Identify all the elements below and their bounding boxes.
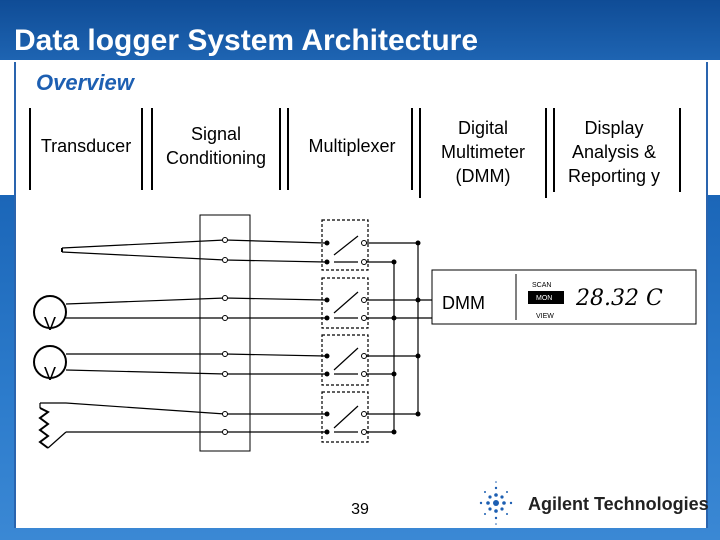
resistor-icon [38, 402, 226, 449]
dmm-instrument: DMM SCAN MON VIEW 28.32 C [431, 269, 697, 325]
title-divider [10, 60, 710, 61]
block-transducer: Transducer [29, 108, 143, 190]
terminal-dots [222, 237, 367, 435]
voltage-symbol-1: V [44, 314, 56, 334]
slide-subtitle: Overview [36, 70, 134, 95]
thermocouple-icon [61, 239, 226, 261]
mon-label: MON [536, 295, 552, 302]
brand-name: Agilent Technologies [528, 494, 709, 514]
dmm-display-label: DMM [442, 293, 485, 313]
voltage-source-icon [33, 345, 226, 379]
voltage-symbol-2: V [44, 364, 56, 384]
block-multiplexer: Multiplexer [287, 108, 413, 190]
display-label-line1: Display [584, 118, 643, 138]
block-display: Display Analysis & Reporting y [553, 108, 681, 192]
signal-conditioning-box [199, 214, 251, 452]
voltage-source-icon [33, 295, 226, 329]
display-label-line3: Reporting y [568, 166, 660, 186]
circuit [33, 214, 435, 452]
signal-label-line2: Conditioning [166, 148, 266, 168]
dmm-label-line2: Multimeter [441, 142, 525, 162]
block-dmm: Digital Multimeter (DMM) [419, 108, 547, 198]
block-signal-conditioning: Signal Conditioning [151, 108, 281, 190]
junction-dots [324, 240, 421, 435]
page-number: 39 [351, 501, 369, 518]
dmm-label-line1: Digital [458, 118, 508, 138]
view-label: VIEW [536, 313, 554, 320]
multiplexer-label: Multiplexer [308, 136, 395, 156]
display-label-line2: Analysis & [572, 142, 656, 162]
mon-button[interactable] [528, 291, 564, 304]
scan-label: SCAN [532, 282, 551, 289]
signal-label-line1: Signal [191, 124, 241, 144]
transducer-label: Transducer [41, 136, 131, 156]
dmm-reading: 28.32 C [575, 286, 663, 311]
title-band [0, 0, 720, 60]
slide-title: Data logger System Architecture [14, 24, 479, 57]
dmm-label-line3: (DMM) [456, 166, 511, 186]
agilent-logo-icon [479, 481, 513, 525]
